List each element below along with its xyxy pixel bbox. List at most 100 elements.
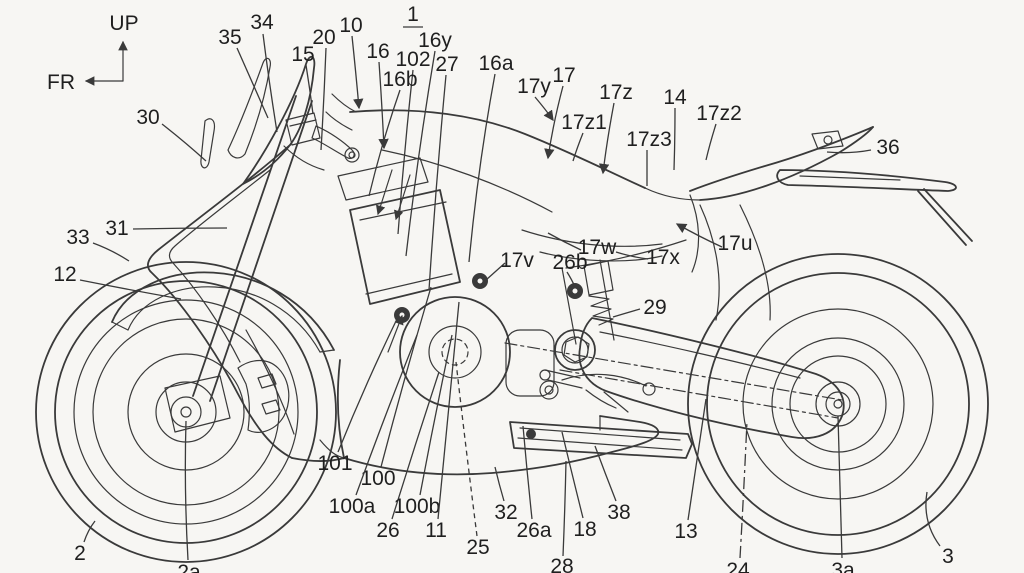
leader-line-16a [468,73,496,263]
rear-fender [776,169,973,246]
leader-line-34 [262,33,278,133]
ref-label-26: 26 [376,519,399,542]
belly-pan [319,415,660,476]
ref-label-17: 17 [552,64,575,87]
windscreen [227,55,316,185]
leader-line-3a [837,415,843,559]
leader-line-17z1 [572,132,584,162]
leader-line-26a [522,425,533,520]
leader-line-100 [380,286,432,468]
leader-line-17x [615,251,649,260]
shock-spring [588,295,614,326]
ref-label-102: 102 [395,48,430,71]
ref-label-32: 32 [494,501,517,524]
seat-tail [521,126,874,273]
rear-wheel [687,253,989,555]
ref-label-24: 24 [726,559,750,573]
leader-line-32 [494,466,505,502]
ref-label-26b: 26b [552,251,587,274]
ref-label-34: 34 [250,11,274,34]
ref-label-3a: 3a [831,559,855,573]
leader-line-11 [437,301,460,520]
ref-label-38: 38 [607,501,630,524]
intake-flow-arrow [393,174,411,221]
ref-label-36: 36 [876,136,899,159]
ref-label-26a: 26a [516,519,551,542]
ref-label-27: 27 [435,53,458,76]
front-fairing [147,118,345,462]
leader-line-17z [598,102,615,175]
leader-line-20 [320,47,327,151]
engine [337,157,583,408]
leader-line-17y [534,96,554,122]
ref-label-29: 29 [643,296,666,319]
ref-label-20: 20 [312,26,335,49]
front-fender [111,271,335,353]
leader-line-31 [132,227,228,230]
leader-line-100b [419,334,453,496]
ref-label-17v: 17v [500,249,534,272]
crankcase [399,296,511,408]
ref-label-16y: 16y [418,29,452,52]
ref-label-100b: 100b [394,495,441,518]
rear-suspension [539,259,656,413]
leader-line-16b [368,89,401,197]
up-label: UP [109,12,138,35]
leader-line-100a [355,334,418,496]
ref-label-2: 2 [74,542,86,565]
ref-label-18: 18 [573,518,596,541]
subframe [699,204,771,321]
leader-line-28 [562,460,567,557]
leader-line-2 [83,520,96,543]
motorcycle-line-art [35,55,989,563]
leader-line-24 [739,420,748,559]
leader-line-33 [92,242,130,262]
ref-label-15: 15 [291,43,314,66]
ref-label-17x: 17x [646,246,680,269]
ref-label-1: 1 [407,3,419,26]
ref-label-17u: 17u [717,232,752,255]
leader-line-17w [547,232,582,251]
ref-label-12: 12 [53,263,76,286]
radiator [349,189,461,305]
leader-line-2a [184,420,189,561]
leader-line-17z2 [705,123,717,161]
ref-label-16: 16 [366,40,389,63]
leader-line-15 [305,64,314,115]
swingarm [554,317,845,439]
ref-label-100: 100 [360,467,395,490]
ref-label-11: 11 [425,519,447,542]
leader-line-26b [566,271,576,288]
leader-line-12 [79,279,182,300]
leader-line-17 [544,85,564,160]
fr-label: FR [47,71,75,94]
muffler [509,415,693,459]
ref-label-31: 31 [105,217,128,240]
ref-label-30: 30 [136,106,159,129]
ref-label-17y: 17y [517,75,551,98]
ref-label-17z3: 17z3 [626,128,672,151]
ref-label-14: 14 [663,86,687,109]
ref-label-100a: 100a [329,495,376,518]
ref-label-25: 25 [466,536,489,559]
brake-pedal [561,373,647,387]
ref-label-10: 10 [339,14,362,37]
ref-label-17z2: 17z2 [696,102,742,125]
leader-line-14 [673,107,676,171]
ref-label-33: 33 [66,226,89,249]
leader-line-35 [236,47,269,119]
ref-label-17z1: 17z1 [561,111,607,134]
leader-line-101 [337,318,398,453]
leader-line-16y [405,50,436,257]
intake-flow-arrow [387,314,404,353]
leader-line-17u [675,223,723,248]
leader-line-10 [351,35,364,110]
ref-label-3: 3 [942,545,954,568]
leader-line-13 [687,398,707,521]
leader-line-29 [612,308,641,318]
ref-label-2a: 2a [177,561,201,573]
leader-line-18 [561,431,584,519]
leader-line-36 [826,149,872,154]
ref-label-16a: 16a [478,52,513,75]
